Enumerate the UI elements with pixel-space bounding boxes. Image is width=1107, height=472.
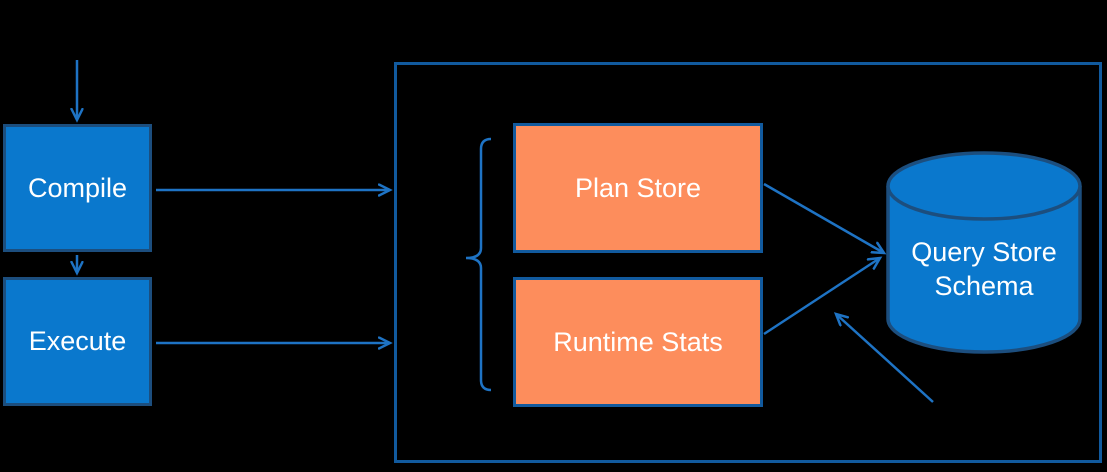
- node-compile: Compile: [3, 124, 152, 252]
- node-plan-store: Plan Store: [513, 123, 763, 253]
- arrow-plan-store-to-schema: [763, 182, 884, 253]
- node-compile-label: Compile: [27, 172, 128, 203]
- node-runtime-stats-label: Runtime Stats: [553, 326, 723, 357]
- node-execute-label: Execute: [28, 326, 127, 356]
- node-query-store-schema-label: Query Store Schema: [911, 237, 1057, 301]
- query-store-container-box: [394, 62, 1102, 463]
- node-plan-store-label: Plan Store: [574, 172, 702, 203]
- node-runtime-stats: Runtime Stats: [513, 277, 763, 407]
- database-cylinder: [886, 151, 1082, 354]
- node-execute: Execute: [3, 277, 152, 406]
- group-brace: [465, 137, 492, 392]
- node-query-store-schema: Query Store Schema: [896, 232, 1072, 306]
- arrow-runtime-stats-to-schema: [763, 258, 880, 336]
- cylinder-body: [886, 186, 1082, 354]
- arrow-async-from-bottom-right: [836, 314, 934, 403]
- cylinder-top: [886, 151, 1082, 221]
